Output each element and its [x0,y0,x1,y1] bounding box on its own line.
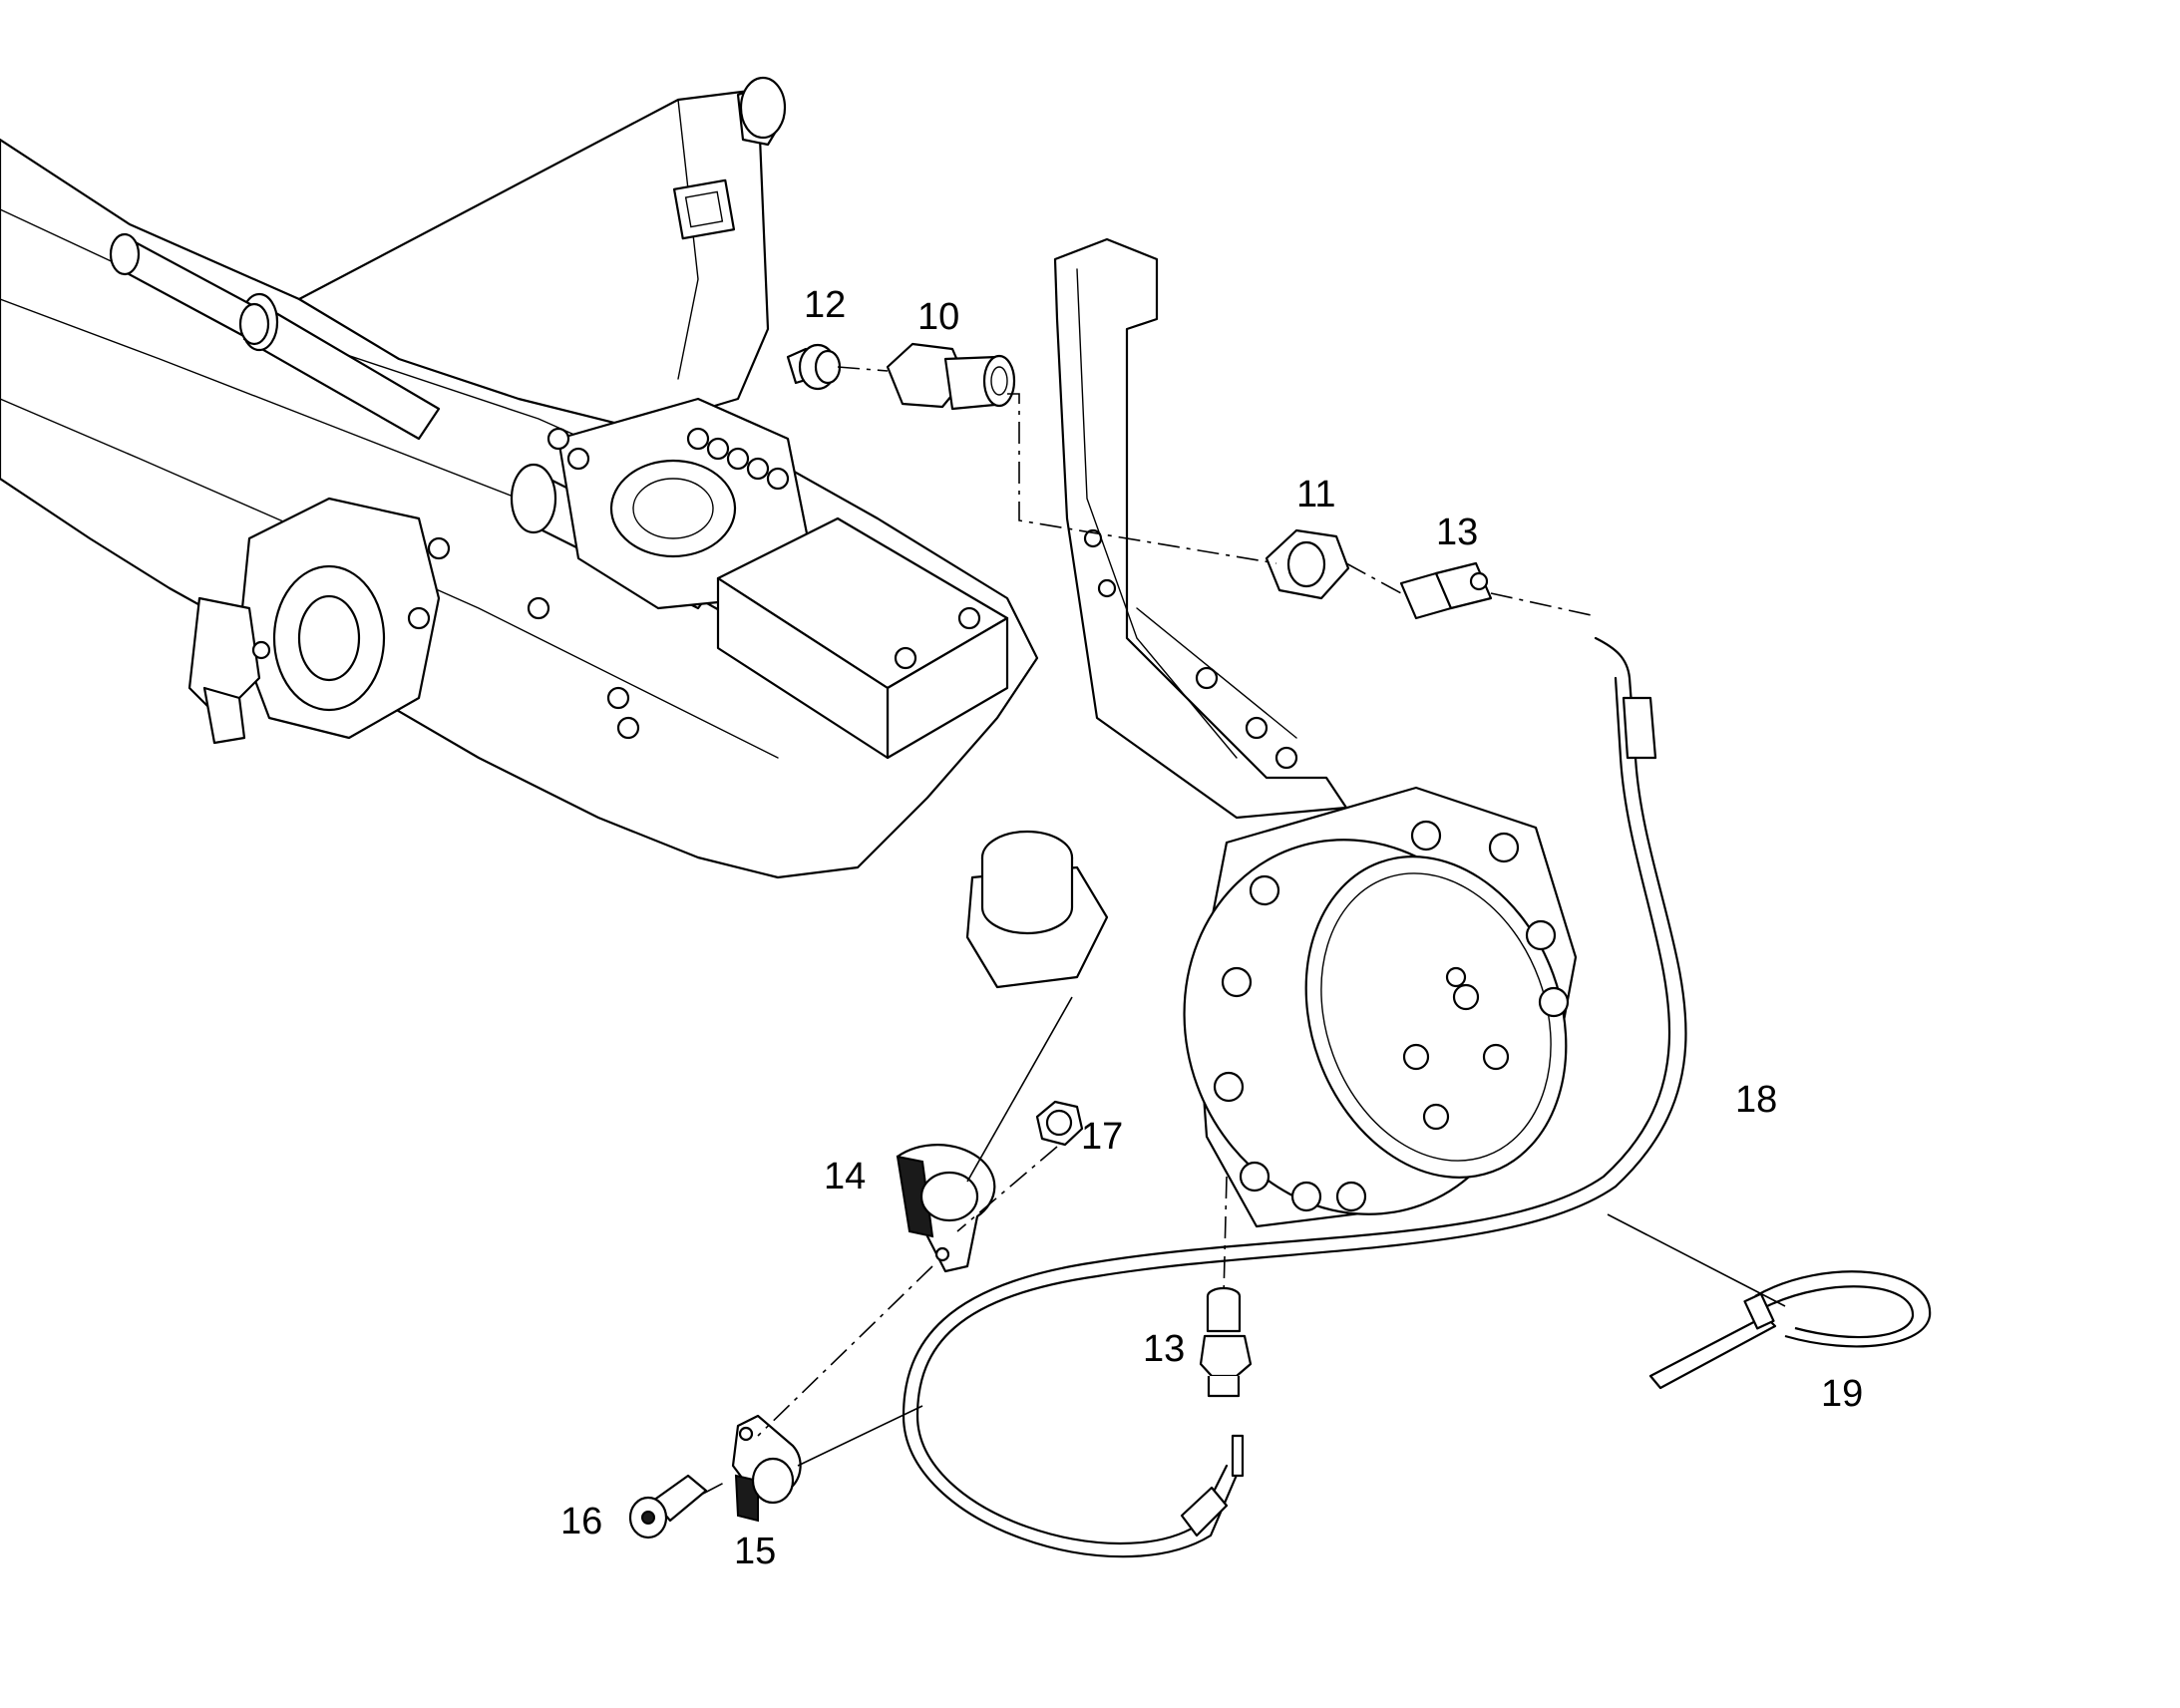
fitting-12 [786,343,842,391]
nut-17 [1035,1100,1084,1147]
callout-19: 19 [1821,1373,1863,1415]
callout-17: 17 [1081,1116,1123,1158]
assembly-centerlines [702,366,1597,1495]
callout-13-bottom: 13 [1143,1328,1185,1370]
hex-nut-11 [1265,528,1350,600]
callout-11: 11 [1296,474,1335,515]
support-bracket [1053,237,1348,820]
callout-18: 18 [1735,1079,1777,1121]
clamp-14 [896,1144,996,1273]
pivot-boss [965,830,1109,989]
callout-15: 15 [734,1531,776,1572]
bolt-16 [628,1474,708,1539]
callout-12: 12 [804,284,846,326]
connector-13-top [1399,561,1493,620]
union-fitting-10 [886,342,1016,411]
wheel-hub [1183,786,1578,1228]
transmission-housing [297,76,787,431]
callout-10: 10 [917,296,959,338]
left-flange [187,497,441,745]
clamp-15 [731,1414,802,1523]
callout-14: 14 [824,1156,866,1197]
callout-13-top: 13 [1436,512,1478,553]
axle-assembly [0,76,1578,1228]
callout-labels: 12 10 11 13 18 17 14 13 19 16 15 [560,284,1863,1572]
hose-18 [902,636,1687,1558]
actuator-box [716,516,1009,760]
leader-lines [797,996,1786,1467]
housing-bolts [407,427,790,740]
callout-16: 16 [560,1501,602,1542]
connector-13-bottom [1199,1286,1253,1398]
cable-tie-19 [1648,1270,1932,1390]
